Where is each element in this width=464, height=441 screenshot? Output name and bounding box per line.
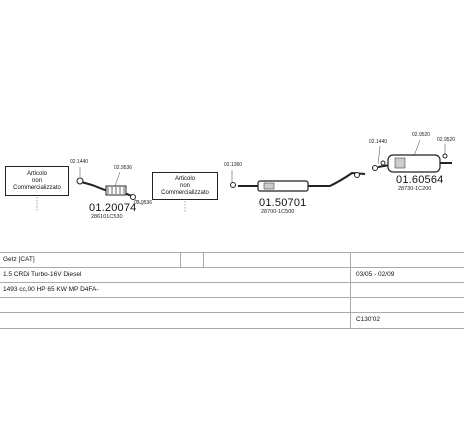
front-pipe-icon bbox=[77, 180, 133, 197]
gasket-icon bbox=[76, 177, 84, 185]
table-row bbox=[0, 297, 464, 313]
dates-cell: 03/05 - 02/09 bbox=[356, 271, 395, 278]
part-ref[interactable]: 02.1440 bbox=[70, 159, 89, 165]
not-sold-box-2: Articolo non Commercializzato bbox=[152, 172, 218, 200]
oem-code: 28730-1C200 bbox=[398, 186, 432, 192]
not-sold-box-1: Articolo non Commercializzato bbox=[5, 166, 69, 196]
spec-cell: 1493 cc,00 HP 65 KW MP D4FA- bbox=[3, 286, 99, 293]
part-ref[interactable]: 02.9536 bbox=[114, 165, 133, 171]
table-row: 1.5 CRDi Turbo-16V Diesel 03/05 - 02/09 bbox=[0, 267, 464, 283]
clamp-icon bbox=[372, 165, 378, 171]
part-ref[interactable]: 02.9520 bbox=[412, 132, 431, 138]
part-ref[interactable]: 02.1440 bbox=[369, 139, 388, 145]
part-ref[interactable]: 02.1360 bbox=[224, 162, 243, 168]
middle-pipe-icon bbox=[308, 171, 366, 187]
model-cell: Getz [CAT] bbox=[3, 256, 35, 263]
rubber-mount-icon bbox=[442, 153, 448, 159]
part-code[interactable]: 01.50701 bbox=[259, 197, 307, 209]
clamp-icon bbox=[130, 194, 136, 200]
table-row: 1493 cc,00 HP 65 KW MP D4FA- bbox=[0, 282, 464, 298]
table-row: C130'02 bbox=[0, 312, 464, 329]
oem-code: 28700-1C500 bbox=[261, 209, 295, 215]
flex-ribs-icon bbox=[107, 187, 125, 194]
gasket-icon bbox=[230, 182, 236, 188]
clamp-icon bbox=[354, 172, 360, 178]
engine-cell: 1.5 CRDi Turbo-16V Diesel bbox=[3, 271, 82, 278]
code-cell: C130'02 bbox=[356, 316, 381, 323]
oem-code: 286101C530 bbox=[91, 214, 123, 220]
part-code[interactable]: 01.20074 bbox=[89, 202, 137, 214]
part-ref[interactable]: 02.9520 bbox=[437, 137, 456, 143]
table-row: Getz [CAT] bbox=[0, 252, 464, 268]
part-ref[interactable]: 02.9536 bbox=[134, 200, 153, 206]
rubber-mount-icon bbox=[380, 160, 386, 166]
exhaust-drawing bbox=[36, 139, 452, 212]
part-code[interactable]: 01.60564 bbox=[396, 174, 444, 186]
